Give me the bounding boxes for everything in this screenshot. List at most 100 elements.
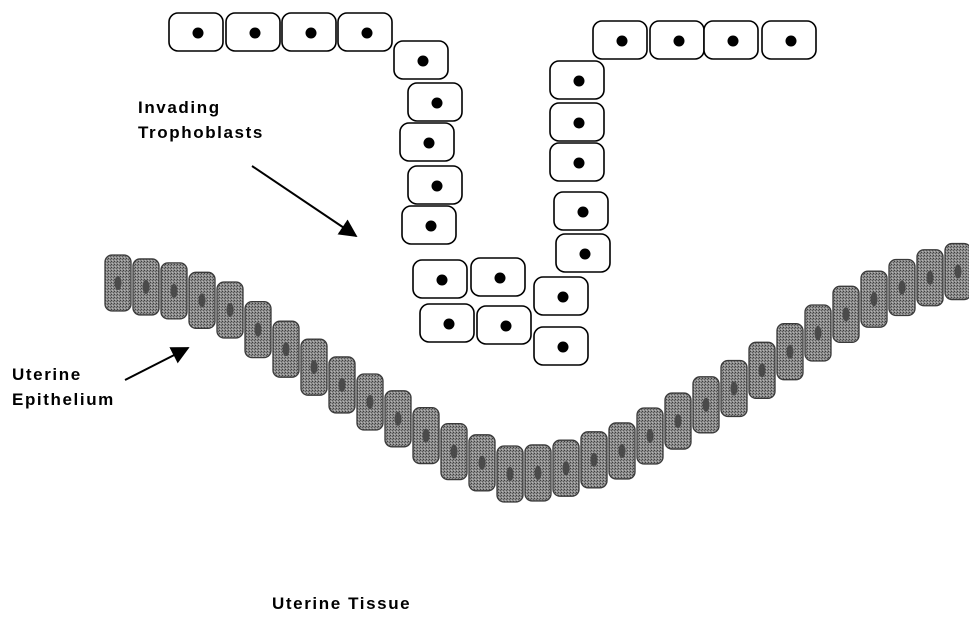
trophoblast-nucleus	[577, 206, 589, 218]
epithelial-cell	[664, 392, 692, 450]
epithelial-nucleus	[142, 279, 150, 294]
epithelial-cell	[440, 422, 468, 481]
epithelial-cell	[356, 373, 384, 431]
trophoblasts-label-line-1: Invading	[138, 98, 221, 117]
epithelial-cell	[888, 258, 916, 317]
trophoblast-cell	[761, 20, 817, 60]
trophoblast-cell	[168, 12, 224, 52]
epithelial-nucleus	[590, 452, 598, 467]
epithelial-cell	[272, 320, 300, 378]
trophoblast-nucleus	[305, 27, 317, 39]
trophoblast-nucleus	[494, 272, 506, 284]
trophoblast-cell	[533, 276, 589, 316]
epithelial-cell	[720, 359, 748, 418]
trophoblast-nucleus	[727, 35, 739, 47]
epithelial-cell	[188, 271, 216, 329]
trophoblast-cell	[470, 257, 526, 297]
epithelial-cell	[524, 444, 552, 502]
epithelial-cell	[132, 258, 160, 316]
trophoblasts-label-line-2: Trophoblasts	[138, 123, 264, 142]
epithelial-cell	[636, 407, 664, 465]
epithelial-nucleus	[310, 360, 318, 375]
trophoblast-nucleus	[557, 291, 569, 303]
epithelial-cell	[832, 285, 860, 343]
trophoblast-nucleus	[616, 35, 628, 47]
epithelial-nucleus	[534, 465, 542, 480]
trophoblast-nucleus	[249, 27, 261, 39]
epithelial-cell	[244, 300, 272, 359]
trophoblast-cell	[649, 20, 705, 60]
epithelial-nucleus	[758, 363, 766, 378]
trophoblast-cell	[419, 303, 475, 343]
trophoblast-nucleus	[192, 27, 204, 39]
epithelial-nucleus	[842, 307, 850, 322]
trophoblast-cell	[549, 102, 605, 142]
trophoblast-cell	[407, 82, 463, 122]
epithelial-cell	[104, 254, 132, 312]
uterine-epithelium-layer	[104, 242, 969, 503]
trophoblast-nucleus	[443, 318, 455, 330]
epithelial-nucleus	[114, 276, 122, 290]
trophoblast-cell	[533, 326, 589, 366]
trophoblasts-label: Invading Trophoblasts	[138, 95, 264, 145]
epithelial-nucleus	[170, 283, 178, 298]
trophoblast-cell	[401, 205, 457, 245]
trophoblast-nucleus	[785, 35, 797, 47]
epithelial-nucleus	[926, 270, 934, 285]
epithelial-cell	[860, 270, 888, 328]
trophoblast-nucleus	[573, 117, 585, 129]
epithelial-nucleus	[506, 467, 514, 481]
epithelial-nucleus	[226, 303, 234, 317]
trophoblast-cell-group	[168, 12, 817, 366]
epithelial-cell	[328, 356, 356, 414]
trophoblast-cell	[703, 20, 759, 60]
epithelial-nucleus	[702, 397, 710, 412]
trophoblast-nucleus	[423, 137, 435, 149]
trophoblast-cell	[225, 12, 281, 52]
trophoblast-pointer-arrow	[251, 165, 358, 238]
epithelium-pointer-arrow	[124, 347, 190, 381]
trophoblast-nucleus	[500, 320, 512, 332]
epithelial-nucleus	[870, 292, 878, 307]
epithelium-label-line-2: Epithelium	[12, 390, 115, 409]
epithelial-nucleus	[786, 344, 794, 359]
trophoblast-cell	[412, 259, 468, 299]
trophoblast-cell	[476, 305, 532, 345]
trophoblast-nucleus	[673, 35, 685, 47]
epithelial-nucleus	[366, 395, 374, 409]
epithelial-cell	[692, 376, 720, 434]
epithelial-cell	[300, 338, 328, 396]
epithelial-nucleus	[254, 322, 262, 337]
epithelial-nucleus	[618, 443, 626, 458]
trophoblast-cell	[281, 12, 337, 52]
trophoblast-nucleus	[579, 248, 591, 260]
trophoblast-cell	[393, 40, 449, 80]
epithelial-cell	[468, 434, 496, 492]
trophoblast-nucleus	[573, 157, 585, 169]
trophoblast-cell	[555, 233, 611, 273]
epithelial-cell	[496, 445, 524, 503]
epithelial-nucleus	[814, 326, 822, 340]
epithelial-nucleus	[730, 381, 738, 396]
epithelial-cell	[580, 431, 608, 489]
epithelial-cell	[412, 406, 440, 465]
epithelial-cell	[160, 262, 188, 320]
trophoblast-cell	[549, 60, 605, 100]
epithelial-cell	[384, 390, 412, 448]
epithelial-nucleus	[282, 342, 290, 357]
trophoblast-nucleus	[557, 341, 569, 353]
epithelial-nucleus	[954, 264, 962, 279]
epithelial-nucleus	[478, 455, 486, 470]
trophoblast-cell	[592, 20, 648, 60]
epithelial-cell	[216, 281, 244, 339]
trophoblast-nucleus	[431, 180, 443, 192]
epithelial-cell	[776, 323, 804, 381]
epithelial-nucleus	[338, 377, 346, 392]
trophoblast-cell	[407, 165, 463, 205]
epithelium-label-line-1: Uterine	[12, 365, 82, 384]
epithelial-cell	[916, 249, 944, 307]
trophoblast-nucleus	[431, 97, 443, 109]
trophoblast-nucleus	[436, 274, 448, 286]
